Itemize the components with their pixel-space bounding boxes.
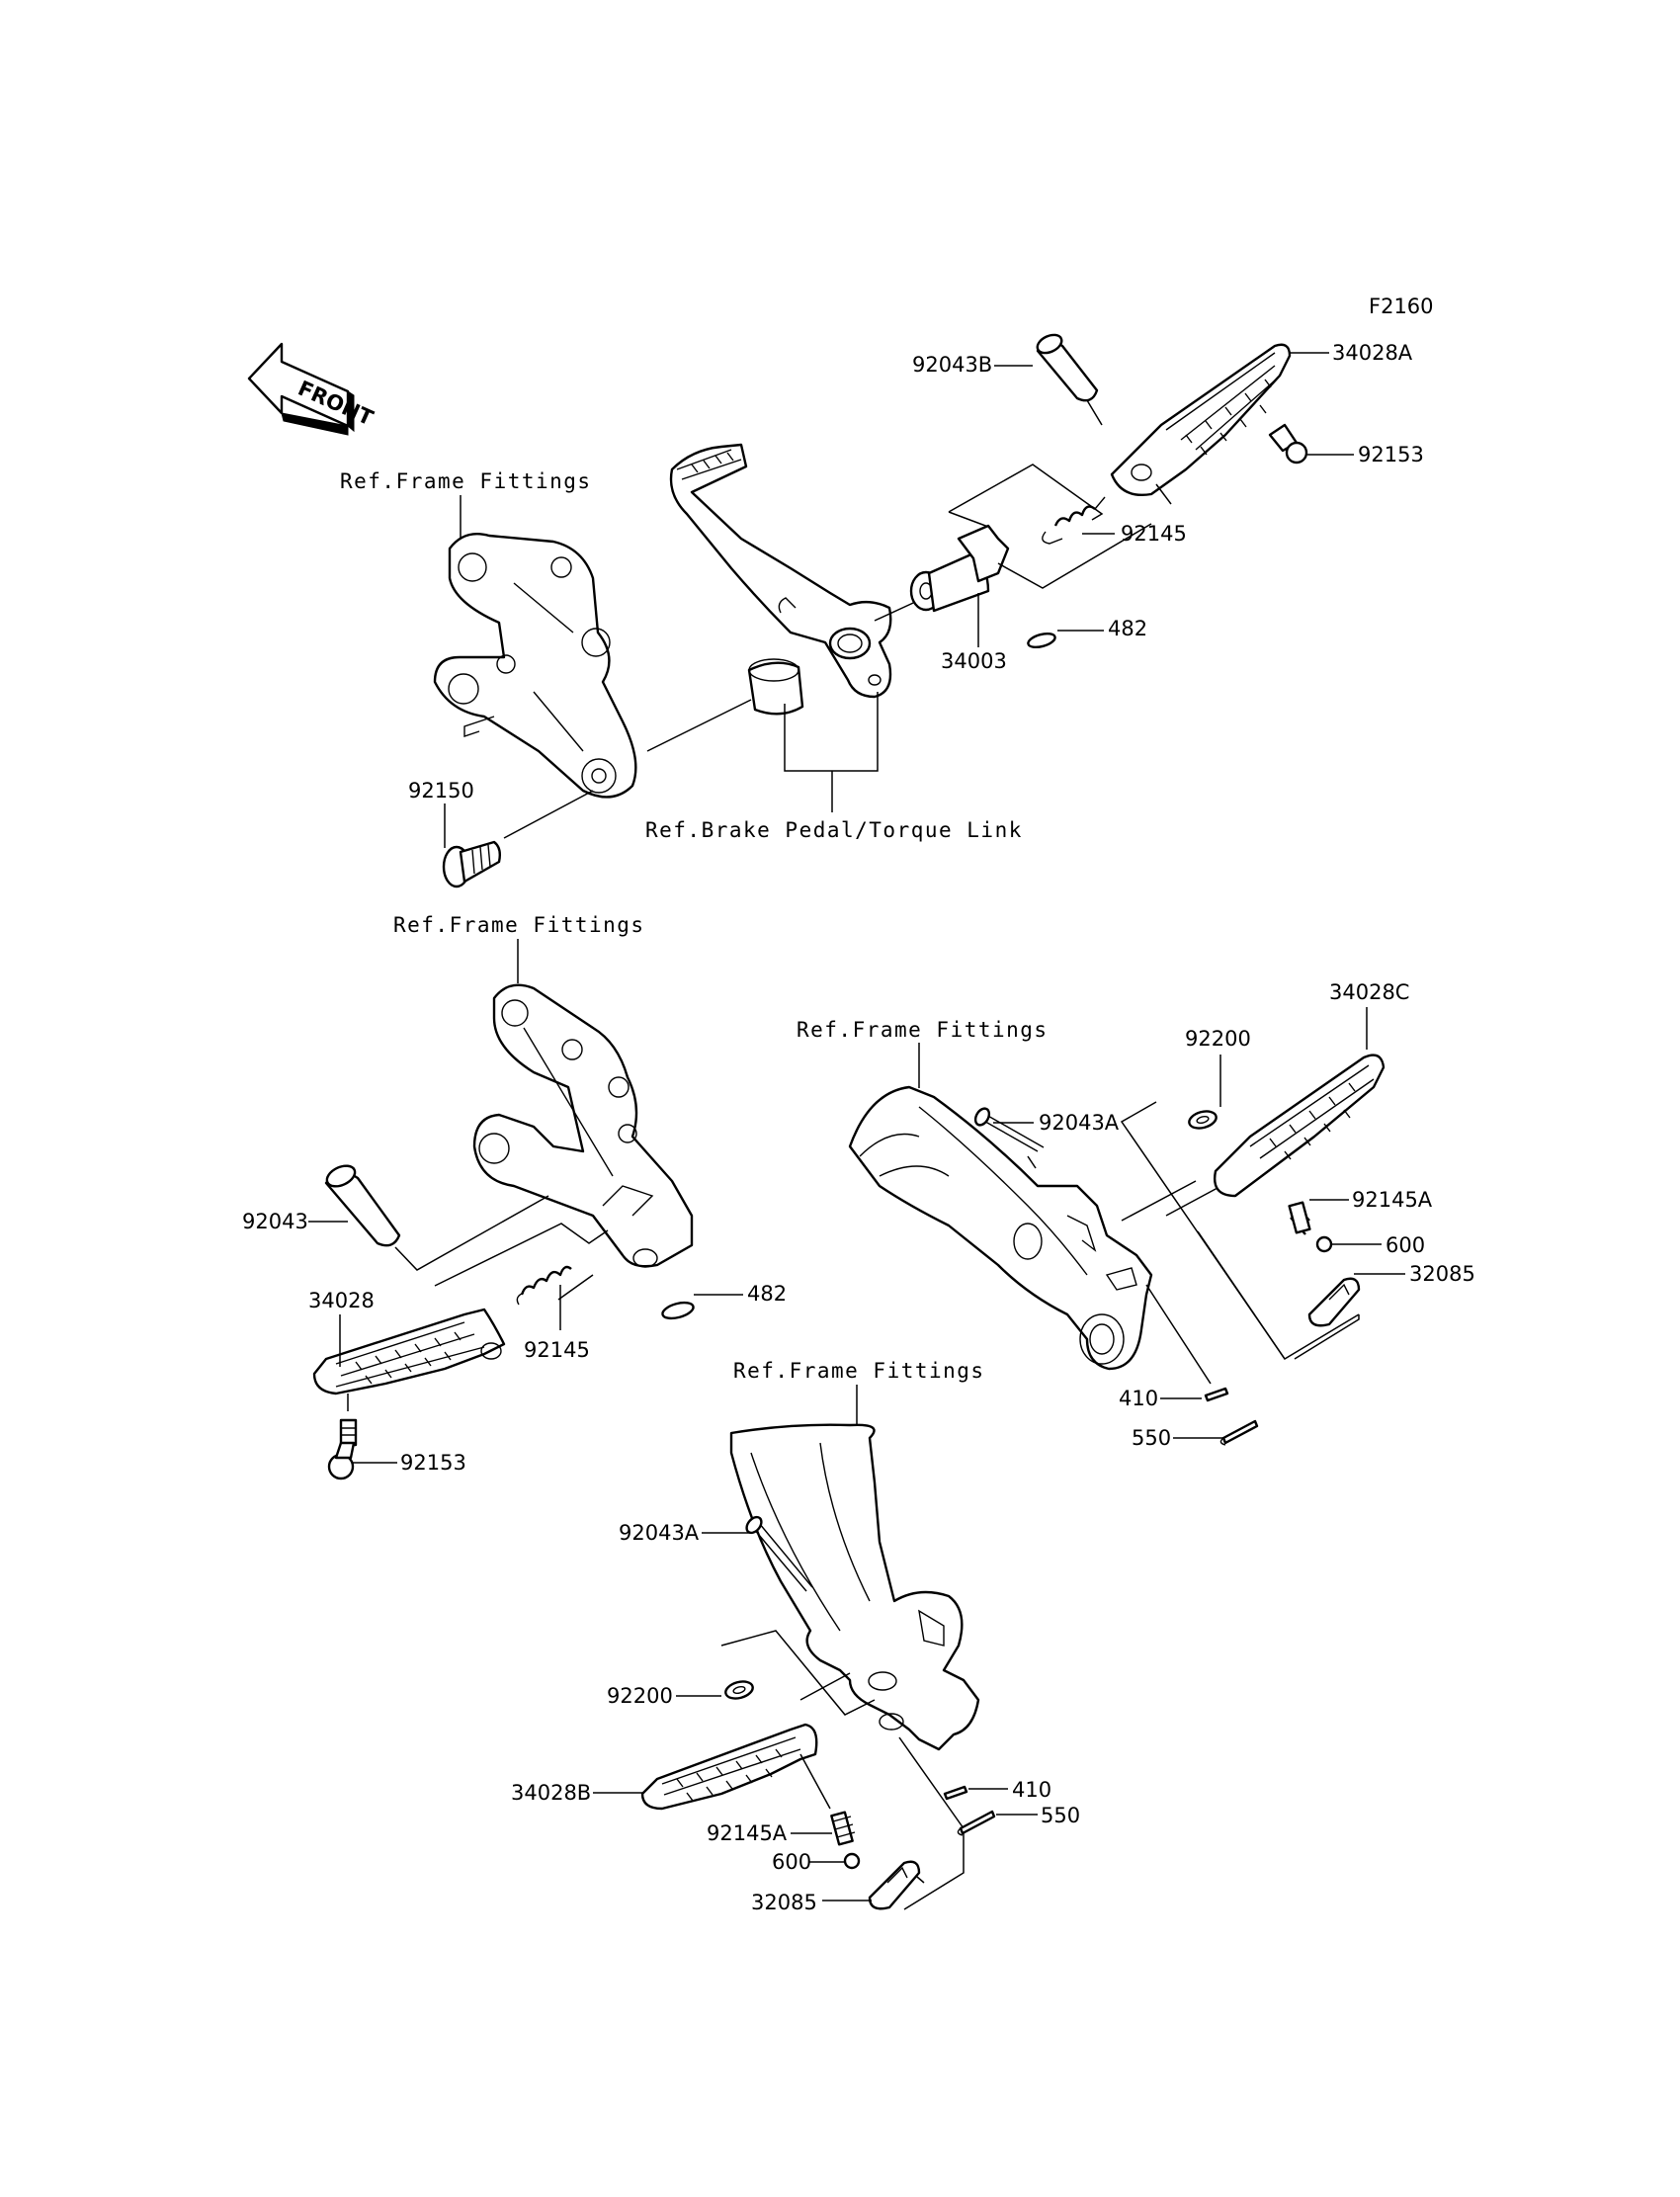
label-92043A-lower: 92043A [619, 1521, 700, 1545]
label-410-right: 410 [1119, 1387, 1158, 1410]
cotter-pin-550-lower [957, 1810, 996, 1836]
front-arrow-icon: FRONT [247, 342, 378, 436]
label-92145-middle: 92145 [524, 1338, 590, 1362]
label-34028B: 34028B [511, 1781, 591, 1805]
label-92043A-right: 92043A [1039, 1111, 1120, 1135]
ref-brake-pedal: Ref.Brake Pedal/Torque Link [645, 818, 1023, 842]
pin-92043A-right [973, 1107, 1045, 1152]
spring-92145-middle [516, 1265, 572, 1306]
circlip-482-middle [661, 1301, 695, 1320]
label-92043: 92043 [242, 1210, 308, 1233]
label-600-lower: 600 [772, 1850, 811, 1874]
label-92200-lower: 92200 [607, 1684, 673, 1708]
footpeg-34028B [640, 1723, 818, 1811]
passenger-bracket-lower [729, 1423, 980, 1751]
diagram-code: F2160 [1369, 295, 1434, 318]
footpeg-34028C [1214, 1054, 1386, 1198]
cotter-pin-550-right [1219, 1419, 1259, 1446]
label-92145A-right: 92145A [1352, 1188, 1433, 1212]
label-92145A-lower: 92145A [707, 1821, 788, 1845]
label-34028C: 34028C [1329, 980, 1409, 1004]
ref-frame-fittings-4: Ref.Frame Fittings [733, 1359, 985, 1383]
footpeg-34028A [1110, 343, 1292, 496]
label-92150: 92150 [408, 779, 474, 803]
ref-frame-fittings-1: Ref.Frame Fittings [340, 469, 592, 493]
label-92153-middle: 92153 [400, 1451, 466, 1475]
pin-92043 [324, 1164, 401, 1247]
bolt-92153-middle [327, 1418, 358, 1480]
label-34028: 34028 [308, 1289, 375, 1312]
label-482-upper: 482 [1108, 617, 1147, 640]
ball-600-lower [843, 1852, 861, 1870]
bolt-92150 [442, 840, 502, 888]
clip-410-lower [943, 1785, 968, 1801]
label-600-right: 600 [1386, 1233, 1425, 1257]
collar [747, 658, 804, 716]
clip-410-right [1204, 1387, 1229, 1402]
label-92043B: 92043B [912, 353, 992, 377]
washer-92200-right [1188, 1110, 1218, 1130]
label-92153-upper: 92153 [1358, 443, 1424, 466]
spring-92145A-right [1288, 1201, 1311, 1235]
pin-92043A-lower [745, 1515, 813, 1592]
bolt-92153-upper [1268, 423, 1308, 465]
label-410-lower: 410 [1012, 1778, 1051, 1802]
footrest-bracket-rider [433, 532, 637, 799]
brake-pedal [669, 443, 892, 699]
footpeg-34028 [312, 1308, 506, 1395]
passenger-bracket-right [848, 1085, 1153, 1371]
label-34028A: 34028A [1332, 341, 1413, 365]
pin-92043B [1036, 333, 1099, 402]
label-550-right: 550 [1132, 1426, 1171, 1450]
ref-frame-fittings-2: Ref.Frame Fittings [393, 913, 645, 937]
label-482-middle: 482 [747, 1282, 787, 1306]
footrest-bracket-left [472, 983, 694, 1268]
spring-92145A-lower [830, 1811, 856, 1846]
circlip-482-upper [1027, 632, 1056, 649]
spring-92145-upper [1042, 496, 1106, 545]
label-92145-upper: 92145 [1121, 522, 1187, 546]
detent-32085-lower [868, 1860, 921, 1910]
washer-92200-lower [724, 1680, 754, 1700]
label-550-lower: 550 [1041, 1804, 1080, 1827]
pivot-34003 [909, 524, 1010, 613]
label-32085-right: 32085 [1409, 1262, 1475, 1286]
label-92200-right: 92200 [1185, 1027, 1251, 1051]
ball-600-right [1315, 1235, 1333, 1253]
label-32085-lower: 32085 [751, 1891, 817, 1914]
label-34003: 34003 [941, 649, 1007, 673]
ref-frame-fittings-3: Ref.Frame Fittings [797, 1018, 1049, 1042]
detent-32085-right [1307, 1277, 1361, 1327]
